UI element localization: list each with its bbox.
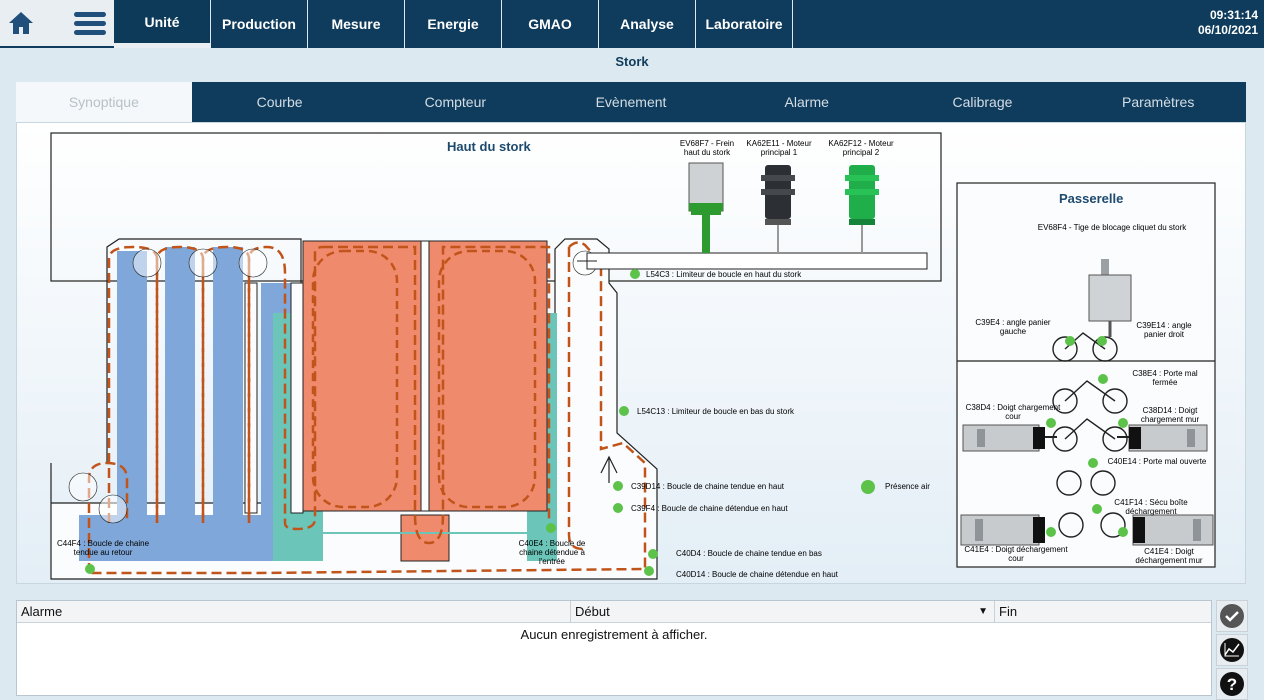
nav-laboratoire[interactable]: Laboratoire (696, 0, 793, 48)
label-ka62f12: KA62F12 - Moteur principal 2 (828, 139, 894, 157)
label-c41e4-right: C41E4 : Doigt déchargement mur (1135, 547, 1203, 565)
page-title: Stork (615, 54, 649, 69)
nav-energie[interactable]: Energie (405, 0, 502, 48)
label-ka62e11: KA62E11 - Moteur principal 1 (746, 139, 812, 157)
stork-diagram (50, 132, 1216, 580)
sort-down-icon[interactable]: ▼ (978, 606, 988, 617)
label-c40d14: C40D14 : Boucle de chaine détendue en ha… (676, 570, 838, 579)
motor-2-graphic (845, 165, 879, 253)
clock: 09:31:14 06/10/2021 (1198, 8, 1258, 38)
chart-icon (1220, 638, 1244, 662)
label-c39d14: C39D14 : Boucle de chaine tendue en haut (631, 482, 785, 491)
label-c39f4: C39F4 : Boucle de chaine détendue en hau… (631, 504, 788, 513)
nav-unite[interactable]: Unité (114, 0, 211, 48)
sensor-c44f4 (85, 564, 95, 574)
home-button[interactable] (0, 0, 42, 46)
top-bar: Unité Production Mesure Energie GMAO Ana… (0, 0, 1264, 48)
nav-analyse[interactable]: Analyse (599, 0, 696, 48)
label-ev68f7: EV68F7 - Frein haut du stork (679, 139, 735, 157)
sensor-presence-air (861, 480, 875, 494)
clock-time: 09:31:14 (1209, 8, 1258, 22)
acknowledge-button[interactable] (1216, 600, 1248, 632)
hamburger-icon (74, 12, 106, 35)
tab-synoptique[interactable]: Synoptique (16, 82, 192, 122)
menu-button[interactable] (66, 0, 114, 46)
nav-production[interactable]: Production (211, 0, 308, 48)
label-presence-air: Présence air (885, 482, 930, 491)
label-ev68f4: EV68F4 - Tige de blocage cliquet du stor… (1037, 223, 1187, 232)
tab-compteur[interactable]: Compteur (424, 94, 487, 110)
clock-date: 06/10/2021 (1197, 23, 1258, 37)
label-c40e4: C40E4 : Boucle de chaine détendue à l'en… (518, 539, 586, 566)
passerelle-frame (956, 182, 1216, 568)
tab-bar: Synoptique Courbe Compteur Evènement Ala… (16, 82, 1246, 122)
motor-1-graphic (761, 165, 795, 253)
label-c38d14: C38D14 : Doigt chargement mur (1140, 406, 1200, 424)
column-debut[interactable]: Début ▼ (571, 601, 995, 622)
check-circle-icon (1220, 604, 1244, 628)
chart-button[interactable] (1216, 634, 1248, 666)
top-rail (586, 252, 928, 270)
nav-mesure[interactable]: Mesure (308, 0, 405, 48)
orange-tank-right (428, 240, 548, 512)
orange-tank-left (302, 240, 422, 512)
sensor-c39d14 (613, 481, 623, 491)
tab-evenement[interactable]: Evènement (595, 94, 667, 110)
side-toolbar: ? (1216, 600, 1248, 700)
label-c41f14: C41F14 : Sécu boîte déchargement (1114, 498, 1188, 516)
synoptic-panel: Haut du stork Passerelle EV68F7 - Frein … (16, 122, 1246, 584)
sensor-c40d4 (648, 549, 658, 559)
label-l54c13: L54C13 : Limiteur de boucle en bas du st… (637, 407, 794, 416)
label-c39e4: C39E4 : angle panier gauche (975, 318, 1051, 336)
help-icon: ? (1220, 672, 1244, 696)
sensor-c40e4 (546, 523, 556, 533)
svg-text:?: ? (1227, 675, 1237, 694)
help-button[interactable]: ? (1216, 668, 1248, 700)
nav-gmao[interactable]: GMAO (502, 0, 599, 48)
alarm-table: Alarme Début ▼ Fin Aucun enregistrement … (16, 600, 1212, 696)
label-c38e4: C38E4 : Porte mal fermée (1132, 369, 1198, 387)
passerelle-title: Passerelle (1059, 191, 1124, 206)
sensor-l54c13 (619, 406, 629, 416)
label-c40d4: C40D4 : Boucle de chaine tendue en bas (676, 549, 822, 558)
sensor-l54c3 (630, 269, 640, 279)
empty-message: Aucun enregistrement à afficher. (520, 627, 708, 642)
tab-courbe[interactable]: Courbe (256, 94, 303, 110)
label-l54c3: L54C3 : Limiteur de boucle en haut du st… (646, 270, 802, 279)
label-c39e14: C39E14 : angle panier droit (1136, 321, 1192, 339)
sensor-c39f4 (613, 503, 623, 513)
sensor-c40d14 (644, 566, 654, 576)
label-c44f4: C44F4 : Boucle de chaine tendue au retou… (56, 539, 150, 557)
column-fin[interactable]: Fin (999, 604, 1018, 619)
home-icon (9, 12, 33, 34)
column-alarme[interactable]: Alarme (17, 601, 571, 622)
tab-calibrage[interactable]: Calibrage (952, 94, 1013, 110)
tab-parametres[interactable]: Paramètres (1121, 94, 1195, 110)
label-c38d4: C38D4 : Doigt chargement cour (965, 403, 1061, 421)
label-c41e4-left: C41E4 : Doigt déchargement cour (964, 545, 1068, 563)
tab-alarme[interactable]: Alarme (784, 94, 829, 110)
label-c40e14: C40E14 : Porte mal ouverte (1107, 457, 1207, 466)
main-nav: Unité Production Mesure Energie GMAO Ana… (114, 0, 793, 48)
alarm-table-header: Alarme Début ▼ Fin (17, 601, 1211, 623)
haut-stork-title: Haut du stork (447, 139, 531, 154)
